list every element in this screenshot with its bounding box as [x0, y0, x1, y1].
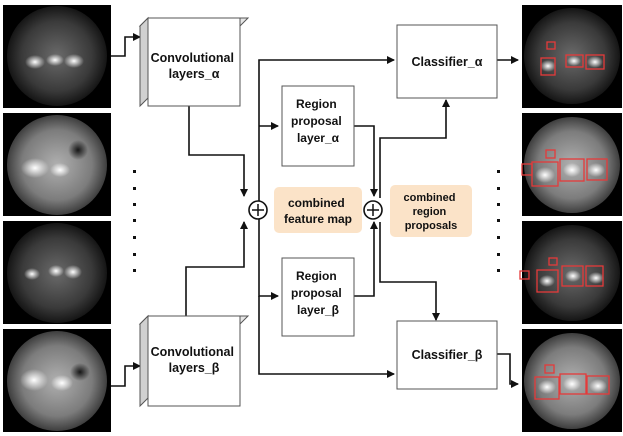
rpl-alpha-line-2: proposal [291, 114, 342, 128]
proposals-line-3: proposals [405, 220, 458, 232]
detection-box [559, 373, 587, 395]
detection-box [531, 161, 559, 187]
conv-layers-alpha-box: Convolutional layers_α [138, 16, 250, 108]
detection-box [548, 257, 558, 266]
output-image-3 [519, 221, 622, 324]
detection-box [534, 376, 560, 400]
detection-box [585, 54, 605, 70]
conv-alpha-line-1: Convolutional [151, 51, 234, 65]
vertical-dots-icon [133, 170, 136, 272]
classifier-alpha-label: Classifier_α [412, 55, 483, 69]
region-proposal-beta-box: Region proposal layer_β [281, 257, 355, 337]
conv-alpha-line-2: layers_α [169, 67, 220, 81]
arrow-conv-beta-to-sum [185, 221, 248, 316]
detection-box [586, 375, 610, 395]
svg-text:Convolutional layers_α: Convolutional layers_α [151, 51, 238, 81]
vertical-dots-icon [497, 170, 500, 272]
input-image-2 [3, 113, 111, 216]
arrow-classifier-beta-to-output [497, 353, 519, 388]
feature-map-line-1: combined [288, 196, 345, 210]
detection-box [585, 265, 604, 287]
conv-layers-beta-box: Convolutional layers_β [138, 314, 250, 408]
output-image-1 [522, 5, 622, 108]
svg-text:Convolutional layers_β: Convolutional layers_β [151, 345, 238, 375]
output-image-4 [522, 329, 622, 432]
input-image-4 [3, 329, 111, 432]
arrow-proposals-to-classifier-beta [379, 222, 440, 321]
conv-beta-line-1: Convolutional [151, 345, 234, 359]
classifier-beta-label: Classifier_β [412, 348, 483, 362]
arrow-rpl-alpha-to-sum [354, 125, 378, 197]
arrow-image-to-conv-alpha [111, 33, 141, 57]
rpl-beta-line-2: proposal [291, 286, 342, 300]
output-image-2 [521, 113, 622, 216]
rpl-alpha-line-3: layer_α [297, 131, 340, 145]
combined-region-proposals-note: combined region proposals [390, 185, 472, 237]
classifier-alpha-box: Classifier_α [396, 24, 498, 99]
detection-box [544, 364, 555, 374]
detection-box [540, 57, 556, 76]
svg-text:Region proposal la: Region proposal layer_α [291, 97, 345, 145]
rpl-beta-line-1: Region [296, 269, 337, 283]
input-image-3 [3, 221, 111, 324]
feature-map-line-2: feature map [284, 212, 352, 226]
detection-box [546, 41, 556, 50]
detection-box [565, 54, 584, 68]
input-image-1 [3, 5, 111, 108]
arrow-feature-to-classifier-beta [258, 296, 395, 378]
arrow-feature-to-classifier-alpha [258, 56, 395, 210]
detection-box [559, 158, 585, 182]
proposals-line-1: combined [403, 192, 455, 204]
circle-plus-icon [363, 200, 383, 220]
arrow-rpl-beta-to-sum [354, 221, 378, 297]
detection-box [536, 269, 559, 293]
arrow-proposals-to-classifier-alpha [379, 99, 450, 198]
conv-beta-line-2: layers_β [169, 361, 220, 375]
classifier-beta-box: Classifier_β [396, 320, 498, 390]
detection-box [586, 158, 608, 181]
arrow-image-to-conv-beta [111, 362, 141, 387]
region-proposal-alpha-box: Region proposal layer_α [281, 85, 355, 167]
rpl-alpha-line-1: Region [296, 97, 337, 111]
detection-box [561, 265, 584, 287]
circle-plus-icon [248, 200, 268, 220]
svg-text:Region proposal la: Region proposal layer_β [291, 269, 345, 317]
arrow-conv-alpha-to-sum [188, 106, 248, 197]
svg-text:combined feature map: combined feature map [284, 196, 352, 226]
proposals-line-2: region [413, 206, 447, 218]
rpl-beta-line-3: layer_β [297, 303, 339, 317]
detection-box [519, 270, 530, 280]
combined-feature-map-note: combined feature map [274, 187, 362, 233]
svg-text:combined region pr: combined region proposals [403, 192, 458, 232]
detection-box [545, 149, 556, 159]
